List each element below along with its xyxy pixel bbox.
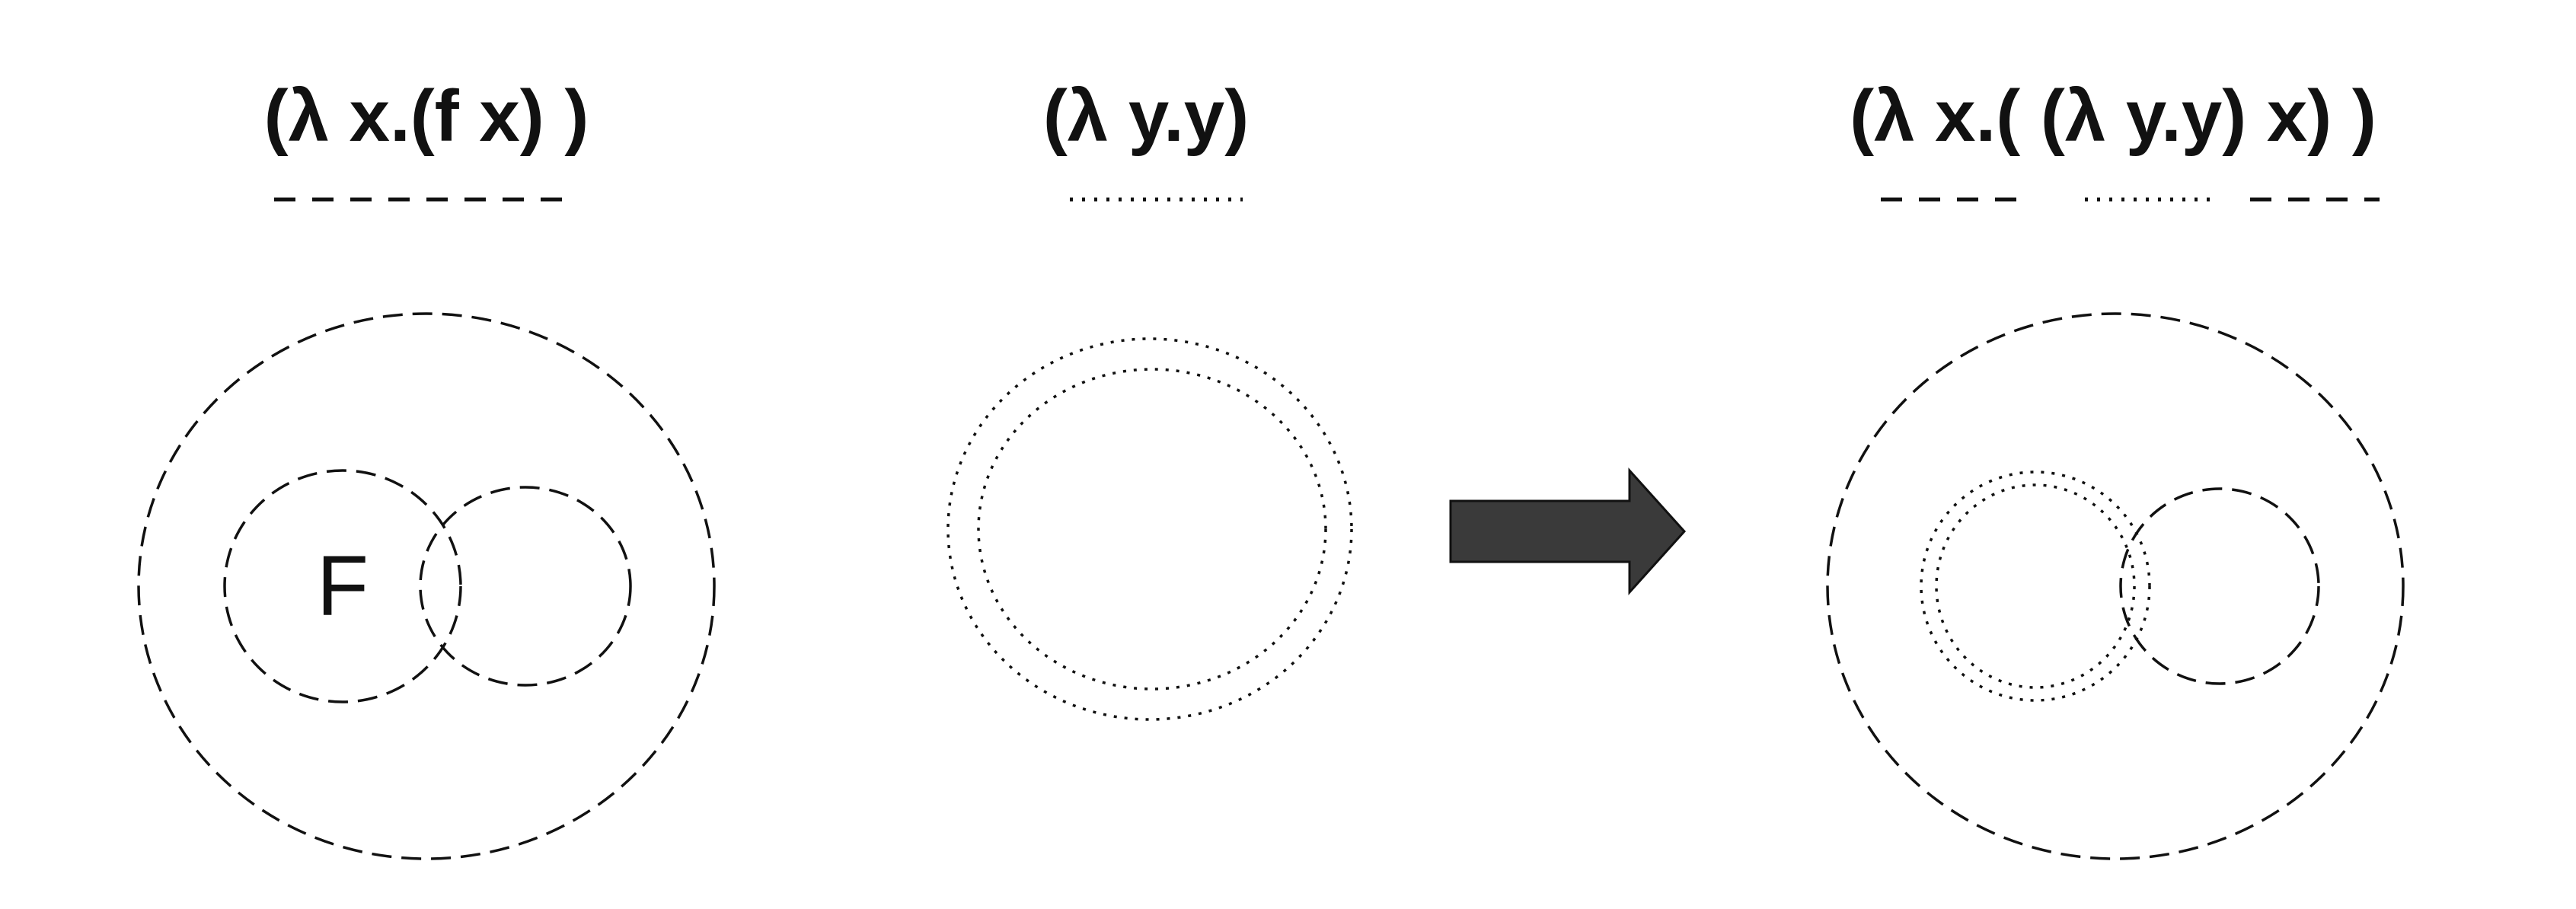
identity-outer-bubble [946, 337, 1353, 721]
free-variable-bubble [223, 469, 462, 703]
free-variable-label: F [317, 538, 369, 633]
expression-label-3: (λ x.( (λ y.y) x) ) [1850, 75, 2376, 157]
bound-variable-bubble [419, 486, 632, 687]
panel-substituted: (λ x.( (λ y.y) x) ) [1826, 75, 2405, 860]
identity-inner-bubble [977, 368, 1327, 691]
identity-inner-bubble [1935, 483, 2136, 689]
expression-label-2: (λ y.y) [1043, 75, 1249, 157]
panel-identity: (λ y.y) [946, 75, 1353, 721]
bound-variable-bubble [2119, 487, 2320, 685]
expression-label-1: (λ x.(f x) ) [264, 75, 589, 157]
outer-abstraction-bubble [1826, 312, 2405, 860]
outer-abstraction-bubble [137, 312, 716, 860]
identity-outer-bubble [1920, 470, 2151, 702]
right-arrow-icon [1449, 467, 1687, 595]
panel-abstraction-f: (λ x.(f x) ) F [137, 75, 716, 860]
